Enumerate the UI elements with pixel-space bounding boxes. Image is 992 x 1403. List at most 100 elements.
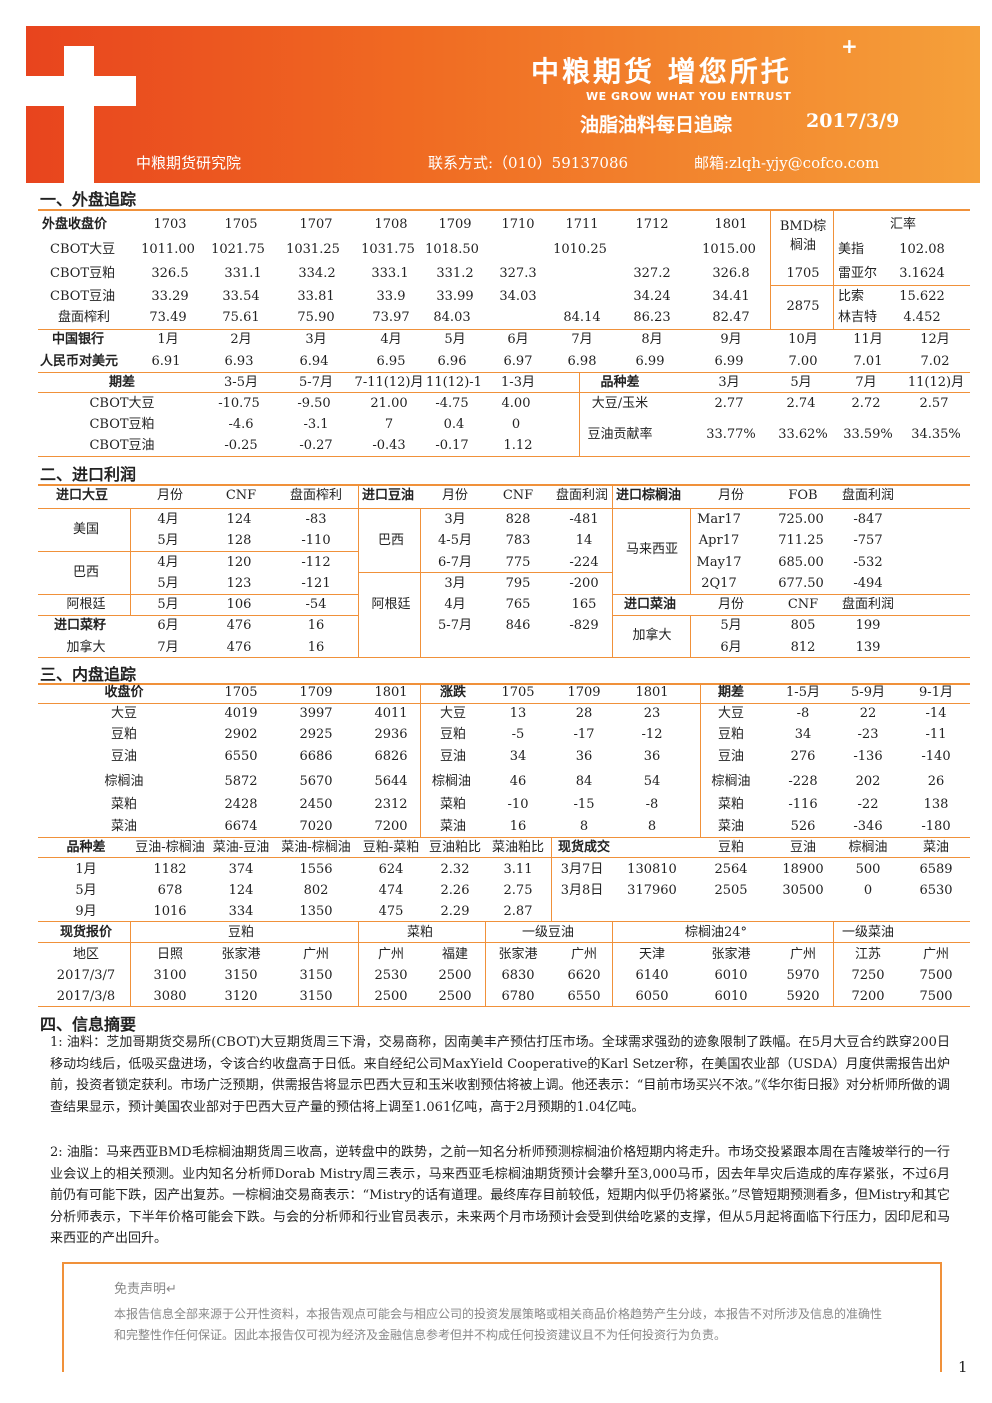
table-cell: 豆粕 — [110, 727, 138, 742]
table-cell: 张家港 — [221, 947, 261, 962]
table-cell: 大豆 — [717, 706, 745, 721]
table-cell: 豆粕 — [440, 727, 467, 742]
table-cell: 33.59% — [843, 427, 893, 442]
grid-line — [38, 1006, 970, 1007]
grid-line — [130, 509, 131, 615]
contact-phone: 联系方式:（010）59137086 — [428, 154, 629, 172]
table-cell: 豆油 — [110, 749, 138, 764]
table-cell: 1801 — [635, 685, 669, 700]
table-cell: 34.35% — [911, 427, 961, 442]
table-cell: 菜油 — [717, 819, 745, 834]
section-title-import-profit: 二、进口利润 — [40, 465, 137, 484]
table-cell: 2.57 — [919, 396, 949, 411]
table-cell: 张家港 — [711, 947, 751, 962]
table-cell: 现货成交 — [557, 840, 611, 855]
table-cell: 1801 — [374, 685, 408, 700]
table-cell: 美国 — [72, 522, 100, 537]
table-cell: 33.77% — [706, 427, 756, 442]
table-cell: 26 — [927, 774, 945, 789]
table-cell: 1801 — [714, 217, 748, 232]
table-cell: -11 — [925, 727, 947, 742]
table-cell: 6686 — [299, 749, 333, 764]
table-cell: 202 — [855, 774, 881, 789]
table-cell: 124 — [226, 512, 252, 527]
table-cell: 2450 — [299, 797, 333, 812]
table-cell: 江苏 — [854, 947, 882, 962]
grid-line — [612, 615, 970, 616]
report-title: 油脂油料每日追踪 — [580, 114, 733, 136]
divider — [38, 484, 970, 486]
table-cell: 2.74 — [786, 396, 816, 411]
table-cell: 现货报价 — [59, 925, 113, 940]
table-cell: 6.96 — [437, 354, 467, 369]
table-cell: 7020 — [299, 819, 333, 834]
table-cell: 15.622 — [899, 289, 945, 304]
table-cell: -0.25 — [224, 438, 258, 453]
table-cell: 3120 — [224, 989, 258, 1004]
table-cell: 1709 — [438, 217, 472, 232]
table-cell: 139 — [855, 640, 881, 655]
table-cell: -23 — [857, 727, 879, 742]
grid-line — [833, 922, 834, 1006]
table-cell: 30500 — [782, 883, 824, 898]
table-cell: 加拿大 — [66, 640, 106, 655]
table-cell: 7月 — [855, 375, 877, 390]
table-cell: 34 — [794, 727, 812, 742]
table-cell: 33.9 — [376, 289, 406, 304]
table-cell: 1月 — [157, 332, 179, 347]
table-cell: 广州 — [302, 947, 330, 962]
table-cell: 1707 — [299, 217, 333, 232]
table-cell: 130810 — [627, 862, 677, 877]
table-cell: 加拿大 — [632, 628, 672, 643]
table-cell: 10月 — [788, 332, 818, 347]
table-cell: 711.25 — [778, 533, 824, 548]
table-cell: -481 — [569, 512, 599, 527]
table-cell: 1556 — [299, 862, 333, 877]
table-cell: CNF — [225, 488, 257, 503]
table-cell: 805 — [790, 618, 816, 633]
table-cell: 6050 — [635, 989, 669, 1004]
table-cell: 豆粕-菜粕 — [362, 840, 420, 855]
grid-line — [38, 703, 970, 704]
table-cell: CNF — [502, 488, 534, 503]
table-cell: 526 — [790, 819, 816, 834]
table-cell: 豆油 — [440, 749, 467, 764]
table-cell: -0.17 — [435, 438, 469, 453]
table-cell: 685.00 — [778, 555, 824, 570]
table-cell: 6.91 — [151, 354, 181, 369]
table-cell: 2.32 — [440, 862, 470, 877]
logo-cross-icon — [64, 46, 94, 183]
table-cell: CBOT豆油 — [89, 438, 155, 453]
table-cell: 123 — [226, 576, 252, 591]
table-cell: 2500 — [438, 989, 472, 1004]
table-cell: 盘面利润 — [555, 488, 609, 503]
table-cell: 菜粕 — [440, 797, 467, 812]
grid-line — [38, 921, 970, 922]
table-cell: 4月 — [157, 555, 179, 570]
table-cell: 收盘价 — [104, 685, 144, 700]
table-cell: 3150 — [224, 968, 258, 983]
table-cell: 2017/3/8 — [56, 989, 116, 1004]
table-cell: 5-7月 — [438, 618, 472, 633]
grid-line — [38, 372, 970, 373]
table-cell: 6.93 — [224, 354, 254, 369]
report-date: 2017/3/9 — [806, 110, 900, 132]
table-cell: 5670 — [299, 774, 333, 789]
table-cell: 盘面利润 — [841, 597, 895, 612]
table-cell: 1708 — [374, 217, 408, 232]
table-cell: 3月 — [305, 332, 327, 347]
table-cell: 73.49 — [149, 310, 187, 325]
table-cell: 16 — [307, 618, 325, 633]
table-cell: 0.4 — [443, 417, 465, 432]
table-cell: 8月 — [641, 332, 663, 347]
table-cell: 一级豆油 — [521, 925, 575, 940]
grid-line — [420, 684, 421, 837]
table-cell: Apr17 — [698, 533, 740, 548]
table-cell: 3月 — [444, 576, 466, 591]
table-cell: 期差 — [717, 685, 745, 700]
table-cell: 1709 — [567, 685, 601, 700]
table-cell: 11(12)-1 — [426, 375, 482, 390]
table-cell: 豆油贡献率 — [587, 427, 653, 442]
table-cell: CBOT豆粕 — [89, 417, 155, 432]
table-cell: 豆粕 — [227, 925, 255, 940]
